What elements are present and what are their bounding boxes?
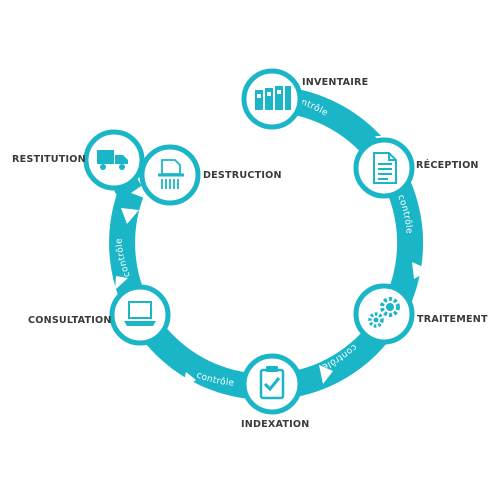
stage-label: INVENTAIRE <box>302 77 368 88</box>
gears-icon <box>368 297 400 328</box>
stage-inventaire: INVENTAIRE <box>241 68 368 130</box>
stage-destruction: DESTRUCTION <box>139 144 282 206</box>
stage-label: TRAITEMENT <box>417 314 488 325</box>
stage-restitution: RESTITUTION <box>12 129 145 191</box>
document-icon <box>373 152 397 184</box>
stage-label: RÉCEPTION <box>416 158 479 171</box>
clipboard-check-icon <box>259 366 285 400</box>
binders-icon <box>255 86 291 110</box>
laptop-icon <box>124 301 156 326</box>
stage-label: CONSULTATION <box>28 315 112 326</box>
stage-indexation: INDEXATION <box>241 353 310 430</box>
stage-traitement: TRAITEMENT <box>353 283 488 345</box>
stage-label: INDEXATION <box>241 419 310 430</box>
truck-icon <box>97 150 128 170</box>
stage-reception: RÉCEPTION <box>353 137 479 199</box>
stage-consultation: CONSULTATION <box>28 284 171 346</box>
stage-label: DESTRUCTION <box>203 170 282 181</box>
stage-label: RESTITUTION <box>12 154 86 165</box>
shredder-icon <box>158 159 184 189</box>
